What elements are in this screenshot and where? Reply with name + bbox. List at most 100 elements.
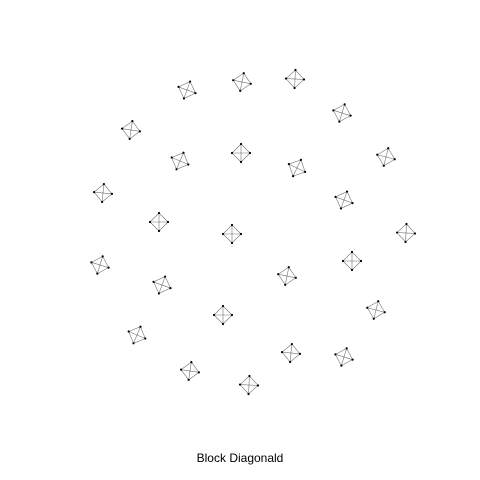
node [287, 266, 290, 269]
edge [405, 233, 416, 243]
node [170, 156, 173, 159]
node [287, 162, 290, 166]
edge [171, 152, 184, 158]
edge [292, 171, 306, 177]
edge [278, 266, 289, 275]
edge [231, 152, 242, 163]
node [194, 91, 197, 95]
edge [289, 353, 301, 363]
edge [333, 110, 351, 116]
node [152, 280, 155, 284]
node [366, 306, 369, 309]
node [284, 77, 288, 80]
edge [396, 232, 406, 243]
edge [222, 224, 233, 235]
edge [180, 361, 192, 370]
cluster-3 [284, 68, 306, 90]
node [239, 232, 243, 236]
cluster-15 [90, 255, 110, 275]
cluster-5 [121, 120, 141, 140]
edge [342, 260, 353, 271]
node [377, 300, 380, 303]
node [182, 151, 185, 154]
cluster-16 [341, 250, 363, 272]
edge [93, 183, 105, 193]
cluster-14 [395, 222, 417, 244]
edge [387, 148, 395, 160]
edge [178, 81, 191, 88]
node [249, 82, 252, 85]
edge [183, 92, 196, 99]
node [383, 311, 386, 314]
node [290, 342, 293, 346]
cluster-12 [148, 211, 170, 233]
node [121, 127, 124, 130]
node [247, 392, 250, 396]
node [232, 79, 235, 82]
node [349, 114, 352, 117]
edge [97, 267, 109, 274]
node [212, 313, 216, 317]
cluster-2 [232, 72, 252, 92]
node [238, 383, 242, 386]
edge [282, 351, 300, 355]
edge [333, 110, 340, 122]
edge [288, 159, 302, 165]
cluster-6 [170, 151, 190, 171]
edge [133, 338, 146, 344]
edge [373, 311, 385, 319]
node [230, 223, 234, 227]
edge [367, 301, 379, 309]
node [332, 109, 335, 112]
node [157, 292, 161, 295]
node [289, 360, 292, 364]
node [187, 163, 190, 166]
node [230, 151, 234, 155]
edge [128, 331, 146, 339]
cluster-4 [332, 103, 352, 123]
node [138, 130, 141, 133]
edge [102, 256, 109, 268]
edge [180, 369, 189, 381]
node [187, 378, 190, 381]
edge [240, 152, 251, 163]
node [372, 317, 375, 320]
edge [243, 73, 252, 84]
edge [285, 78, 305, 80]
node [280, 351, 284, 354]
node [107, 266, 110, 269]
edge [176, 164, 189, 170]
edge [91, 262, 98, 274]
cluster-22 [280, 342, 302, 364]
node [132, 342, 135, 345]
edge [121, 120, 133, 129]
node [221, 304, 225, 308]
node [139, 325, 142, 328]
edge [291, 343, 301, 355]
node [345, 347, 348, 350]
edge [335, 354, 353, 360]
edge [213, 314, 224, 325]
edge [239, 384, 259, 386]
edge [103, 183, 113, 195]
edge [153, 281, 160, 294]
node [338, 120, 341, 123]
node [102, 182, 105, 186]
edge [335, 196, 342, 209]
node [242, 72, 245, 75]
node [239, 160, 243, 164]
node [127, 330, 130, 333]
node [343, 103, 346, 106]
node [405, 222, 408, 226]
node [256, 384, 260, 387]
edge [248, 385, 259, 395]
node [340, 364, 343, 367]
node [350, 268, 354, 272]
node [128, 137, 131, 140]
edge [367, 307, 375, 319]
node [92, 191, 96, 194]
node [101, 200, 104, 204]
node [393, 158, 396, 161]
cluster-25 [238, 374, 260, 396]
node [395, 231, 399, 234]
